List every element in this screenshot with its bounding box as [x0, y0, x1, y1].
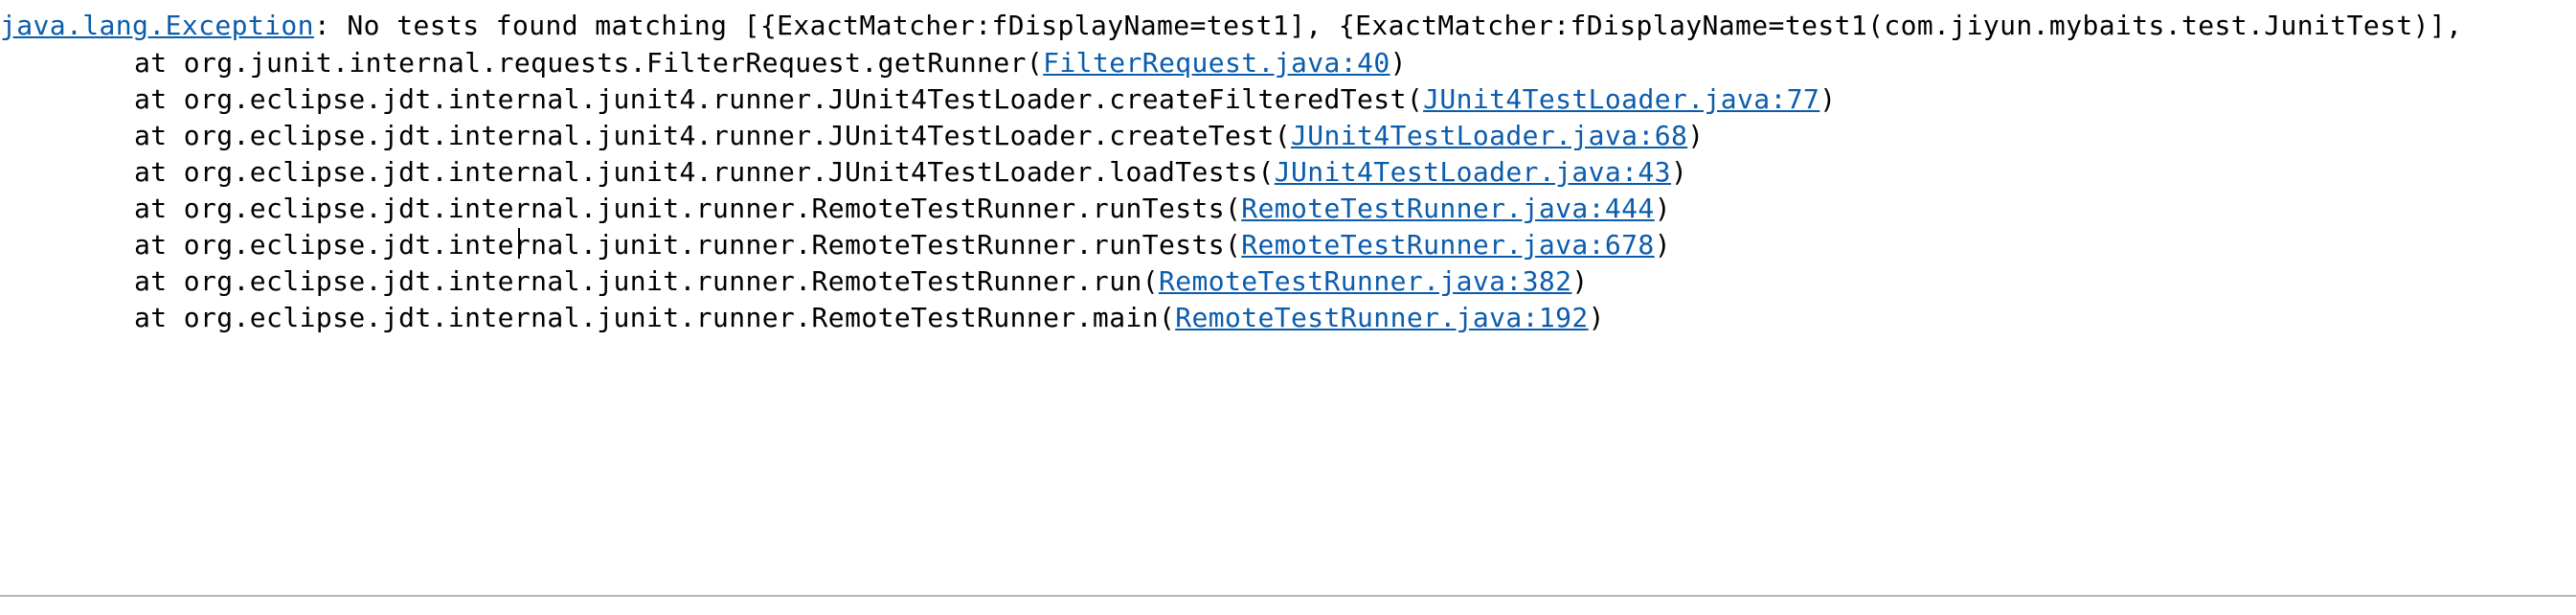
text-caret: [518, 228, 520, 259]
stack-frame-close: ): [1819, 83, 1837, 115]
stack-frame: at org.eclipse.jdt.internal.junit.runner…: [0, 227, 1671, 263]
exception-line: java.lang.Exception: No tests found matc…: [0, 8, 2462, 44]
stack-frame: at org.junit.internal.requests.FilterReq…: [0, 45, 1407, 81]
stack-frame-source-link[interactable]: JUnit4TestLoader.java:77: [1423, 83, 1820, 115]
stack-frame: at org.eclipse.jdt.internal.junit4.runne…: [0, 118, 1704, 154]
stack-frame: at org.eclipse.jdt.internal.junit.runner…: [0, 191, 1671, 227]
stack-frame-method: at org.eclipse.jdt.internal.junit.runner…: [134, 193, 1242, 224]
stack-frame: at org.eclipse.jdt.internal.junit.runner…: [0, 300, 1605, 336]
stack-frame: at org.eclipse.jdt.internal.junit4.runne…: [0, 154, 1687, 191]
console-bottom-border: [0, 595, 2576, 597]
stack-frame-method: at org.eclipse.jdt.internal.junit4.runne…: [134, 83, 1424, 115]
stack-frame-method: at org.eclipse.jdt.internal.junit.runner…: [134, 265, 1159, 297]
stack-frame-source-link[interactable]: FilterRequest.java:40: [1043, 47, 1390, 79]
stack-frame-method: at org.eclipse.jdt.internal.junit.runner…: [134, 229, 1242, 261]
stack-frame-close: ): [1588, 302, 1605, 333]
exception-type-link[interactable]: java.lang.Exception: [0, 10, 314, 41]
stack-frame-method: at org.junit.internal.requests.FilterReq…: [134, 47, 1044, 79]
stack-frame-source-link[interactable]: JUnit4TestLoader.java:68: [1291, 120, 1688, 151]
stack-frame-source-link[interactable]: RemoteTestRunner.java:192: [1175, 302, 1589, 333]
stack-frame-method: at org.eclipse.jdt.internal.junit4.runne…: [134, 156, 1275, 188]
stack-frame-close: ): [1670, 156, 1688, 188]
stack-frame-source-link[interactable]: RemoteTestRunner.java:444: [1241, 193, 1655, 224]
stack-frame-close: ): [1654, 229, 1671, 261]
stack-frame-close: ): [1687, 120, 1705, 151]
stack-frame-method: at org.eclipse.jdt.internal.junit4.runne…: [134, 120, 1292, 151]
stack-frame-close: ): [1571, 265, 1589, 297]
stack-frame-source-link[interactable]: RemoteTestRunner.java:678: [1241, 229, 1655, 261]
stack-frame-close: ): [1654, 193, 1671, 224]
stack-frame-close: ): [1390, 47, 1407, 79]
console-output[interactable]: java.lang.Exception: No tests found matc…: [0, 0, 2576, 594]
stack-frame: at org.eclipse.jdt.internal.junit4.runne…: [0, 81, 1837, 118]
stack-frame-method: at org.eclipse.jdt.internal.junit.runner…: [134, 302, 1176, 333]
stack-frame-source-link[interactable]: RemoteTestRunner.java:382: [1158, 265, 1572, 297]
stack-frame: at org.eclipse.jdt.internal.junit.runner…: [0, 263, 1589, 300]
exception-message: : No tests found matching [{ExactMatcher…: [313, 10, 2463, 41]
stack-frame-source-link[interactable]: JUnit4TestLoader.java:43: [1274, 156, 1671, 188]
